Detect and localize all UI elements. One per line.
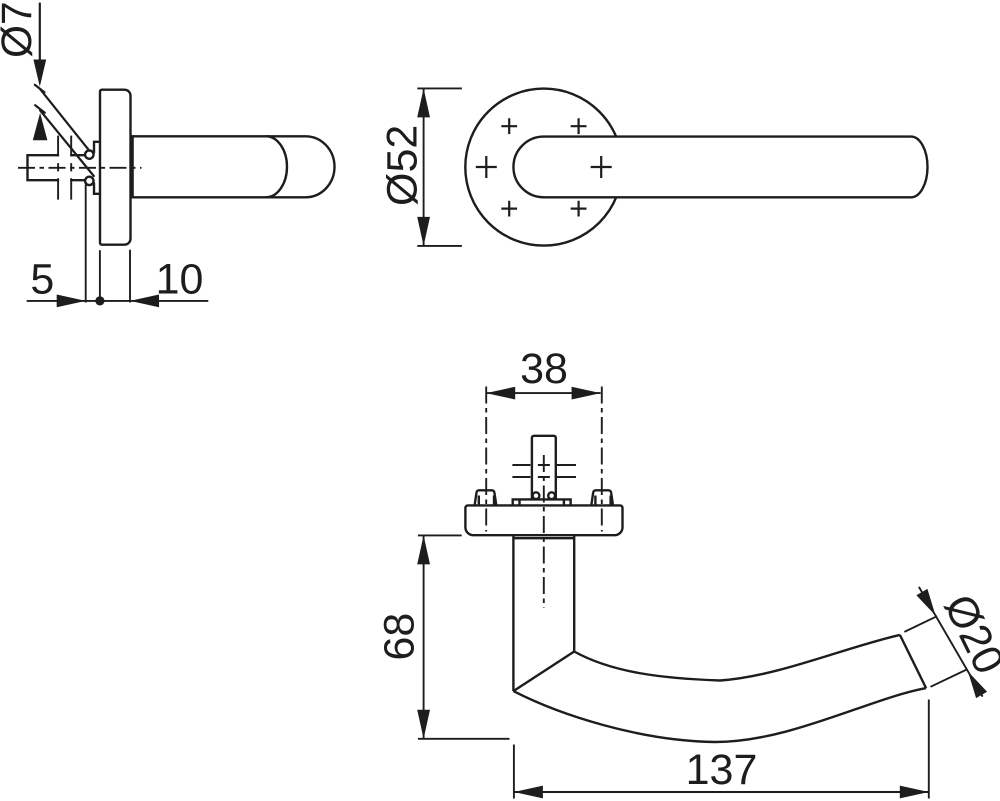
svg-text:10: 10 <box>156 255 204 303</box>
svg-text:Ø52: Ø52 <box>379 125 427 206</box>
svg-text:68: 68 <box>376 613 424 661</box>
svg-text:38: 38 <box>520 345 568 393</box>
svg-text:5: 5 <box>30 255 54 303</box>
svg-text:137: 137 <box>686 746 758 794</box>
svg-text:Ø7: Ø7 <box>0 1 41 58</box>
